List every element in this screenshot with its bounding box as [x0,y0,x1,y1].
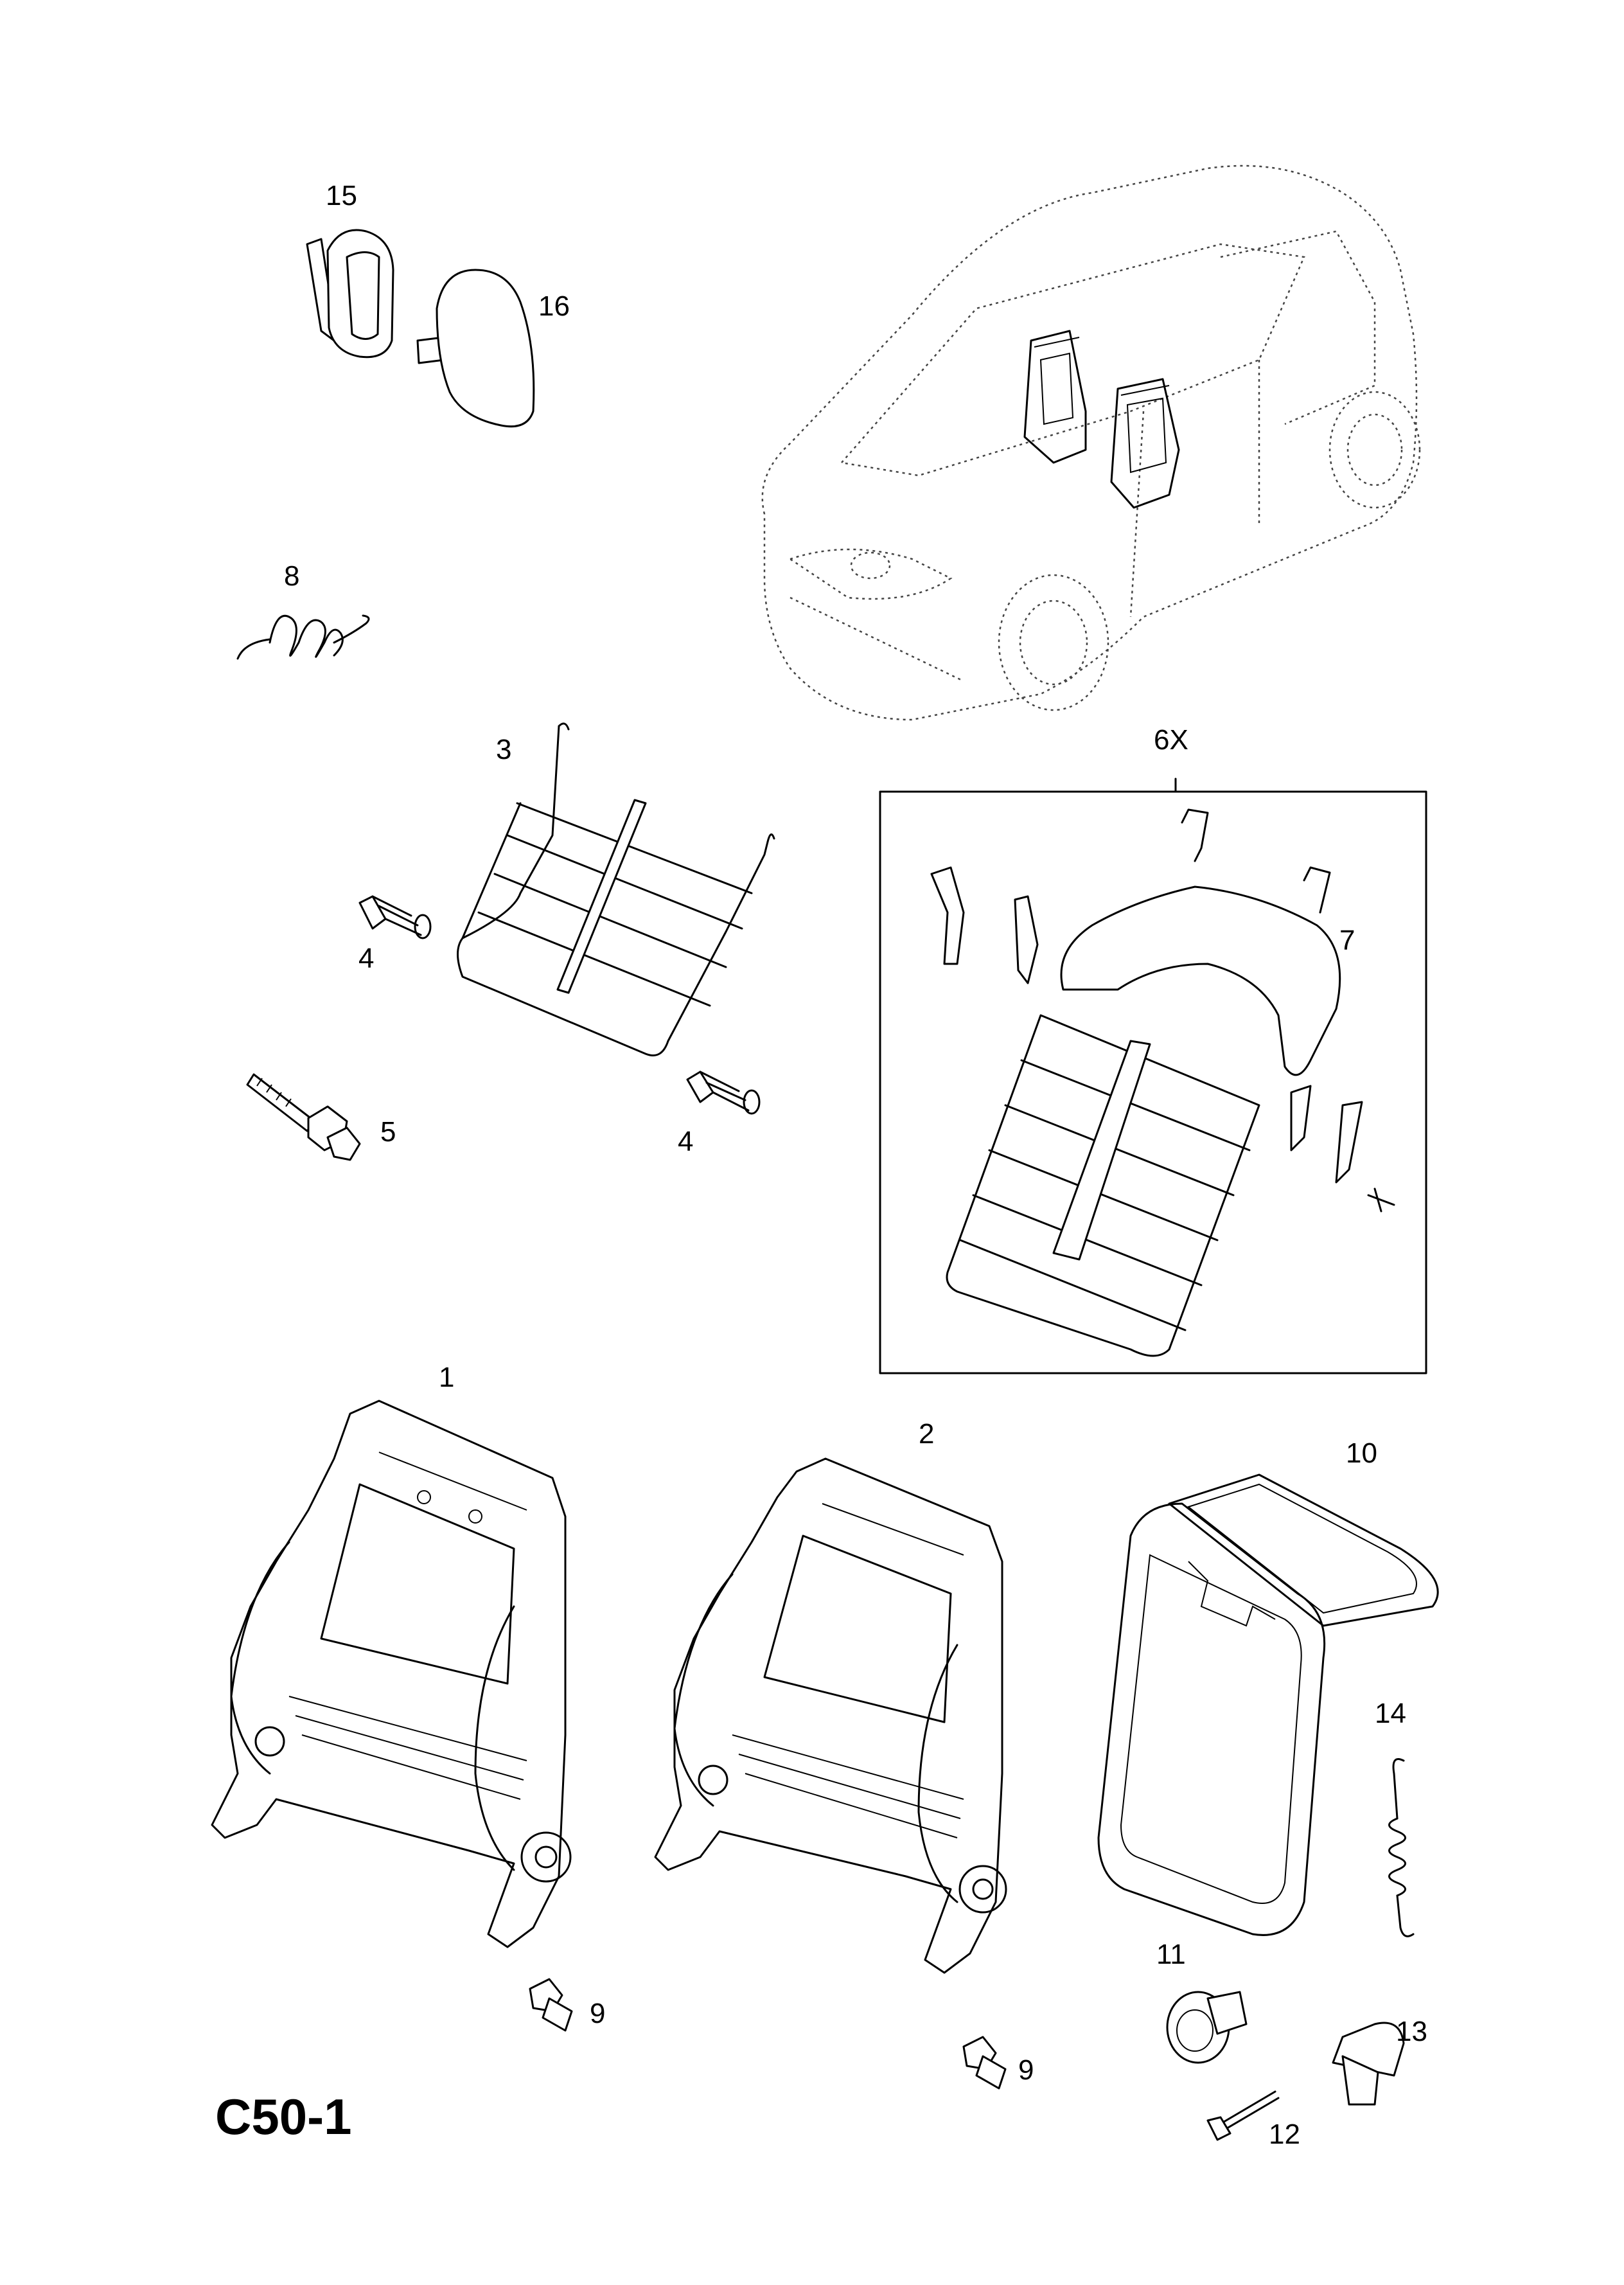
callout-15: 15 [326,180,357,211]
callout-13: 13 [1396,2016,1427,2047]
callout-4-left: 4 [358,943,375,974]
part-10-cover-panel [1097,1473,1439,1936]
part-1-seat-frame [211,1400,572,1948]
callout-9-left: 9 [590,1998,606,2029]
assembly-6x-box [879,778,1427,1374]
part-7-frame-with-mat [930,808,1395,1357]
part-16-handle-cover [416,269,535,428]
vehicle-seat-frames [1023,330,1180,509]
diagram-code: C50-1 [215,2088,352,2145]
callout-12: 12 [1269,2119,1300,2150]
callout-14: 14 [1375,1698,1406,1729]
callout-3: 3 [496,734,512,765]
callout-8: 8 [284,560,300,592]
callout-9-right: 9 [1018,2054,1034,2086]
part-4-spring-a [358,895,432,939]
part-5-bolt [246,1073,361,1161]
part-8-spring [236,614,370,660]
part-9-bolt-a [529,1978,573,2032]
part-9-bolt-b [962,2036,1007,2090]
vehicle-outline [761,164,1421,721]
part-3-spring-mat [457,722,775,1056]
part-12-rivet [1206,2090,1280,2141]
callout-1: 1 [439,1362,455,1393]
callout-7: 7 [1339,925,1355,956]
part-4-spring-b [686,1071,761,1115]
part-13-plug [1332,2022,1405,2106]
callout-6x: 6X [1154,724,1188,756]
part-2-seat-frame [654,1457,1007,1974]
part-14-spring [1388,1758,1415,1937]
callout-10: 10 [1346,1437,1377,1469]
callout-11: 11 [1156,1939,1186,1970]
callout-2: 2 [919,1418,935,1450]
part-11-clip [1166,1991,1248,2064]
callout-4-right: 4 [678,1126,694,1157]
part-15-cover-cap [306,229,394,359]
callout-16: 16 [538,290,570,322]
callout-5: 5 [380,1116,396,1148]
